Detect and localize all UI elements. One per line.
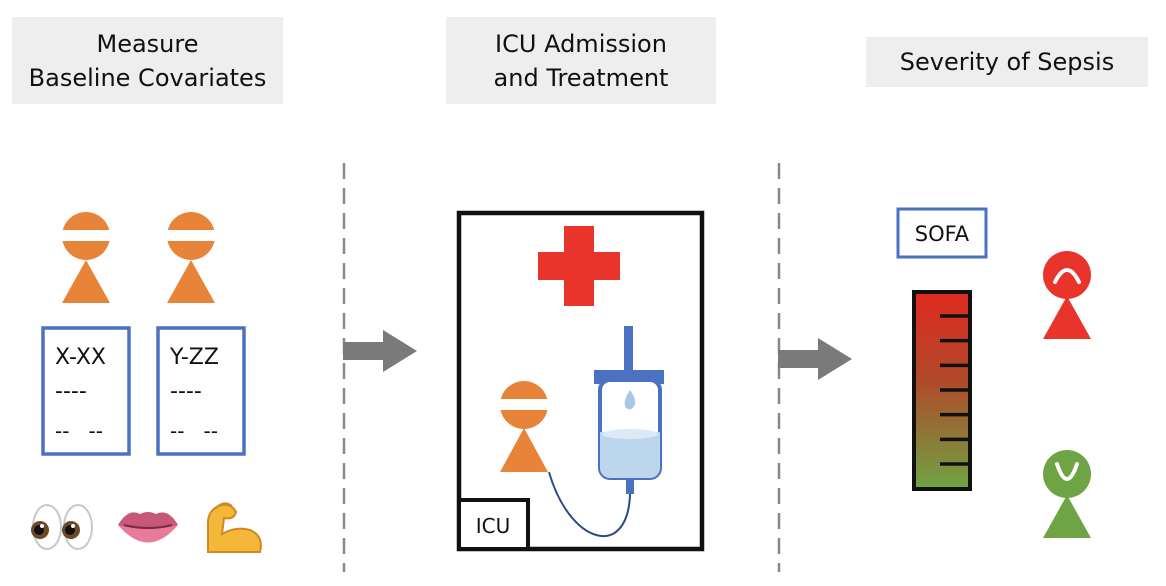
- covariate-card: Y-ZZ ---- -- --: [156, 326, 246, 456]
- card-line: ----: [55, 379, 87, 404]
- patient-icon: [500, 381, 548, 472]
- covariate-card: X-XX ---- -- --: [41, 326, 131, 456]
- iv-bag-icon: [548, 326, 664, 537]
- happy-person-icon: [1043, 450, 1091, 538]
- stage-header-severity: Severity of Sepsis: [866, 37, 1148, 87]
- stage-header-icu: ICU Admission and Treatment: [446, 17, 716, 104]
- flexed-biceps-icon: [207, 502, 262, 553]
- stage-title-severity: Severity of Sepsis: [899, 48, 1115, 76]
- card-line: -- --: [170, 419, 218, 443]
- arrow-right-icon: [778, 338, 852, 380]
- icu-room-label: ICU: [476, 514, 511, 538]
- lips-icon: [118, 512, 178, 543]
- card-line: ----: [170, 379, 202, 404]
- eyes-icon: [31, 504, 93, 550]
- stage-title-baseline: Measure Baseline Covariates: [28, 29, 267, 92]
- stage-header-baseline: Measure Baseline Covariates: [12, 17, 283, 104]
- card-code: Y-ZZ: [169, 345, 219, 370]
- medical-cross-icon: [538, 226, 620, 306]
- sofa-scale: [912, 290, 972, 491]
- sofa-label-box: SOFA: [896, 207, 988, 259]
- card-line: -- --: [55, 419, 103, 443]
- sad-person-icon: [1043, 251, 1091, 339]
- stage-title-icu: ICU Admission and Treatment: [493, 29, 669, 92]
- card-code: X-XX: [55, 345, 106, 370]
- sofa-label: SOFA: [915, 222, 970, 246]
- person-icon: [62, 212, 110, 303]
- person-icon: [167, 212, 215, 303]
- arrow-right-icon: [343, 330, 417, 372]
